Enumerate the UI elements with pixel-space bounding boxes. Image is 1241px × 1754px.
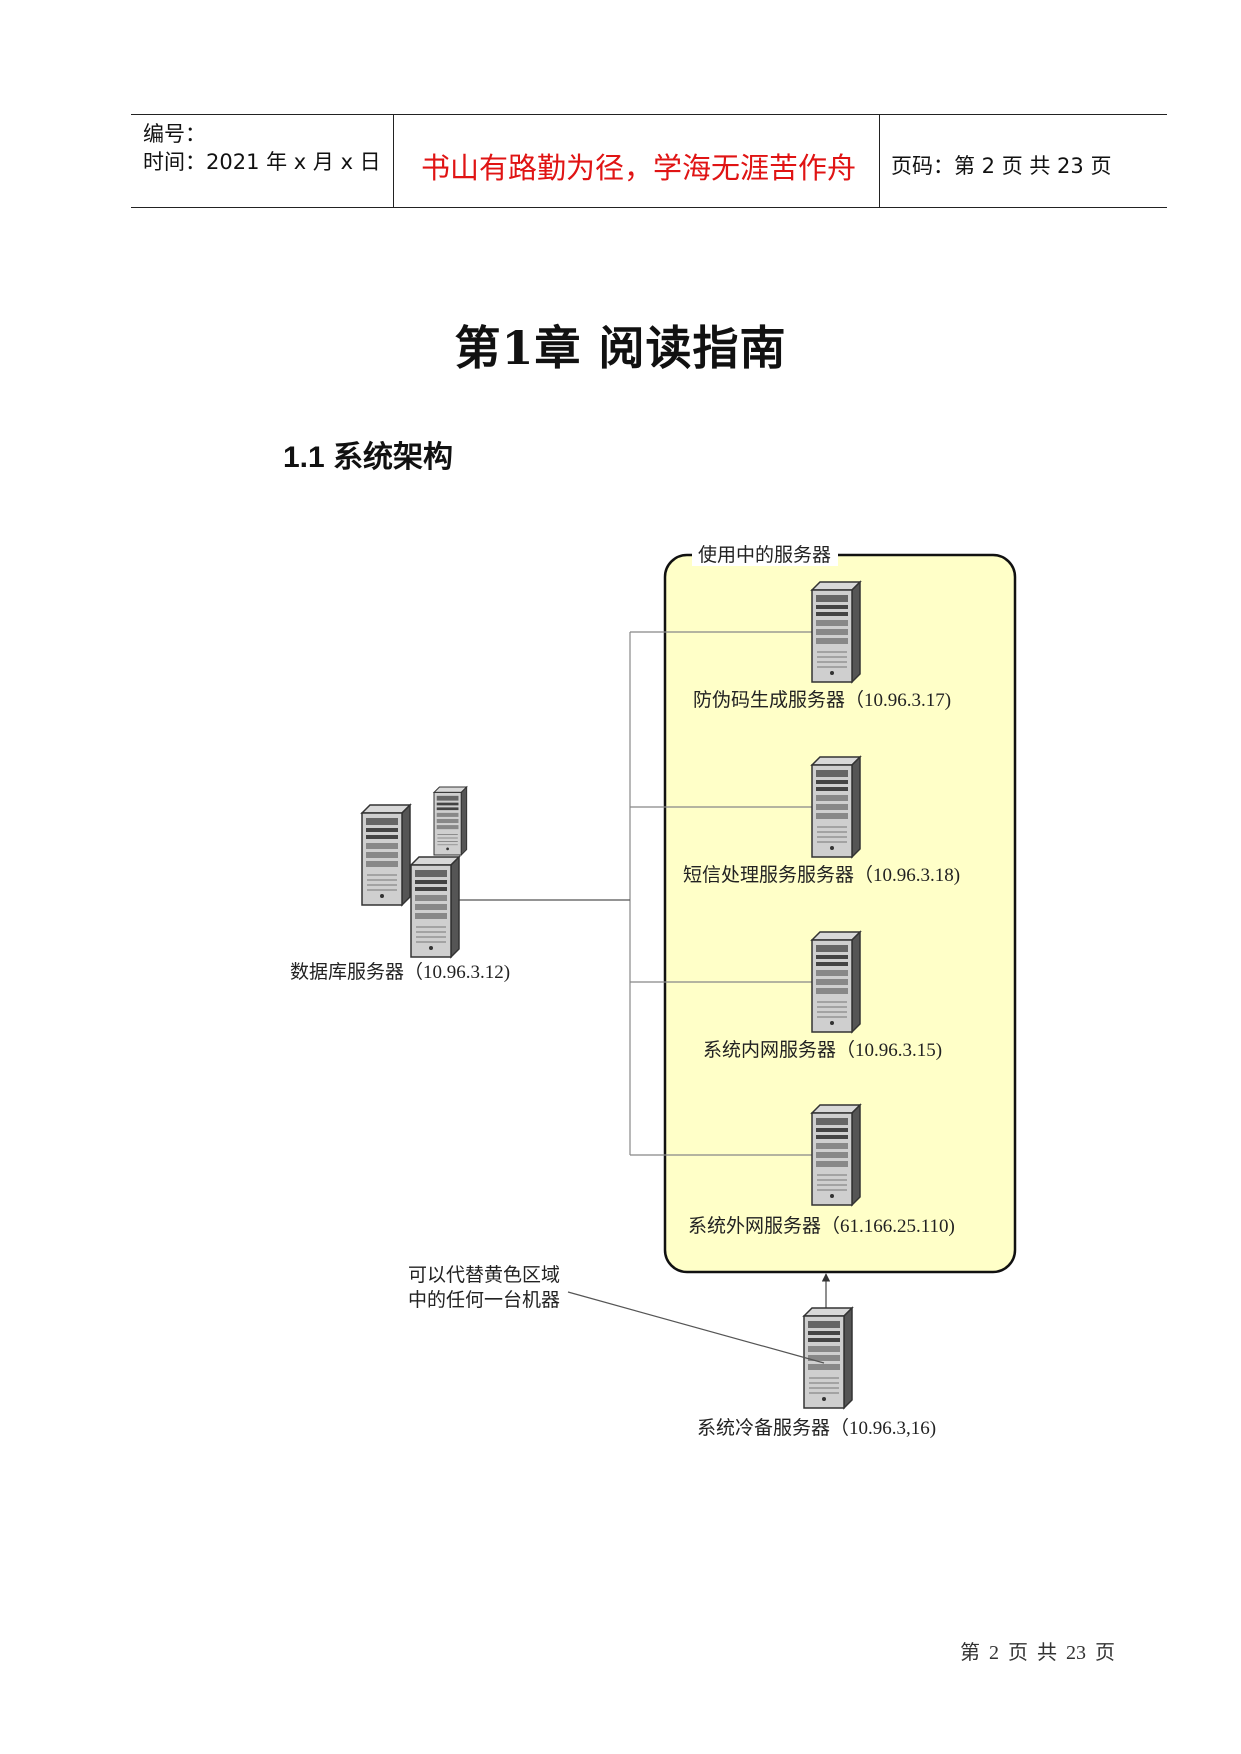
backup-server-label: 系统冷备服务器（10.96.3,16) (697, 1417, 936, 1439)
server-tower-icon (803, 1307, 853, 1409)
connection-lines (629, 631, 812, 1156)
server-label-intranet: 系统内网服务器（10.96.3.15) (703, 1039, 942, 1061)
note-pointer (567, 1291, 825, 1364)
server-tower-icon (811, 1104, 861, 1206)
time-label: 时间：2021 年 x 月 x 日 (143, 150, 381, 174)
server-tower-icon (811, 756, 861, 858)
server-tower-icon (433, 786, 468, 856)
server-tower-icon (811, 581, 861, 683)
header-divider-right (879, 114, 880, 208)
server-label-anticounterfeit: 防伪码生成服务器（10.96.3.17) (693, 689, 951, 711)
header-bottom-rule (131, 207, 1167, 208)
server-label-extranet: 系统外网服务器（61.166.25.110) (688, 1215, 955, 1237)
server-tower-icon (811, 931, 861, 1033)
page-footer: 第 2 页 共 23 页 (960, 1642, 1115, 1664)
serial-label: 编号： (143, 122, 206, 146)
section-title: 1.1 系统架构 (283, 441, 454, 474)
server-tower-icon (361, 804, 411, 906)
page-number-label: 页码：第 2 页 共 23 页 (891, 154, 1112, 178)
header-motto: 书山有路勤为径，学海无涯苦作舟 (421, 151, 857, 185)
chapter-title: 第1章 阅读指南 (454, 321, 787, 375)
note-line-1: 可以代替黄色区域 (408, 1264, 560, 1286)
server-tower-icon (410, 856, 460, 958)
server-label-sms: 短信处理服务服务器（10.96.3.18) (683, 864, 960, 886)
group-label: 使用中的服务器 (698, 544, 831, 566)
database-server-label: 数据库服务器（10.96.3.12) (290, 961, 510, 983)
header-divider-left (393, 114, 394, 208)
header-top-rule (131, 114, 1167, 115)
active-servers-group (663, 553, 1017, 1274)
note-line-2: 中的任何一台机器 (408, 1289, 560, 1311)
